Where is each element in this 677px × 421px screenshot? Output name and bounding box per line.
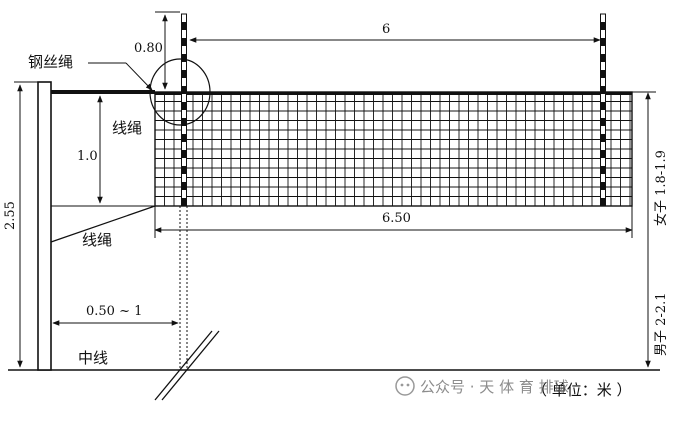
antenna-stripe <box>600 182 606 190</box>
lower-rope-label: 线绳 <box>82 231 112 249</box>
antenna-stripe <box>600 166 606 174</box>
center-line-stroke-1 <box>154 330 213 401</box>
antenna-stripe <box>600 118 606 126</box>
net-post <box>37 81 52 371</box>
antenna-stripe <box>600 134 606 142</box>
antenna-stripe <box>600 70 606 78</box>
upper-rope-label: 线绳 <box>112 119 142 137</box>
antenna-spacing-label: 6 <box>382 22 390 37</box>
net-length-label: 6.50 <box>382 211 411 226</box>
antenna-stripe <box>181 118 187 126</box>
net-mesh <box>154 91 633 207</box>
antenna-stripe <box>181 150 187 158</box>
antenna-stripe <box>600 38 606 46</box>
steel-cable-label: 钢丝绳 <box>28 53 73 71</box>
watermark-text: 公众号 · 天 体 育 排球 <box>420 378 569 396</box>
center-line-label: 中线 <box>78 349 108 367</box>
antenna-stripe <box>181 198 187 206</box>
women-height-label: 女子 1.8-1.9 <box>653 150 669 226</box>
antenna-stripe <box>181 22 187 30</box>
post-height-label: 2.55 <box>3 201 18 230</box>
antenna-stripe <box>600 22 606 30</box>
antenna-stripe <box>600 54 606 62</box>
steel-cable-leader-2 <box>125 62 153 91</box>
antenna-stripe <box>600 150 606 158</box>
antenna-left <box>181 13 187 207</box>
antenna-stripe <box>181 182 187 190</box>
antenna-stripe <box>181 54 187 62</box>
men-height-label: 男子 2-2.1 <box>654 293 669 356</box>
wechat-icon <box>395 376 415 396</box>
antenna-stripe <box>600 86 606 94</box>
antenna-stripe <box>600 198 606 206</box>
antenna-stripe <box>181 102 187 110</box>
cable-detail-circle <box>149 58 211 126</box>
antenna-stripe <box>181 86 187 94</box>
net-top-band <box>155 92 632 95</box>
antenna-right <box>600 13 606 207</box>
antenna-stripe <box>600 102 606 110</box>
antenna-stripe <box>181 134 187 142</box>
antenna-height-label: 0.80 <box>134 41 163 56</box>
antenna-stripe <box>181 166 187 174</box>
post-distance-label: 0.50 ~ 1 <box>86 304 142 319</box>
net-depth-label: 1.0 <box>77 149 98 164</box>
antenna-stripe <box>181 38 187 46</box>
lower-rope-line <box>50 205 156 243</box>
antenna-stripe <box>181 70 187 78</box>
watermark: 公众号 · 天 体 育 排球 <box>395 376 569 396</box>
unit-label: （ 单位：米 ） <box>532 381 632 399</box>
center-line-stroke-2 <box>161 330 220 401</box>
